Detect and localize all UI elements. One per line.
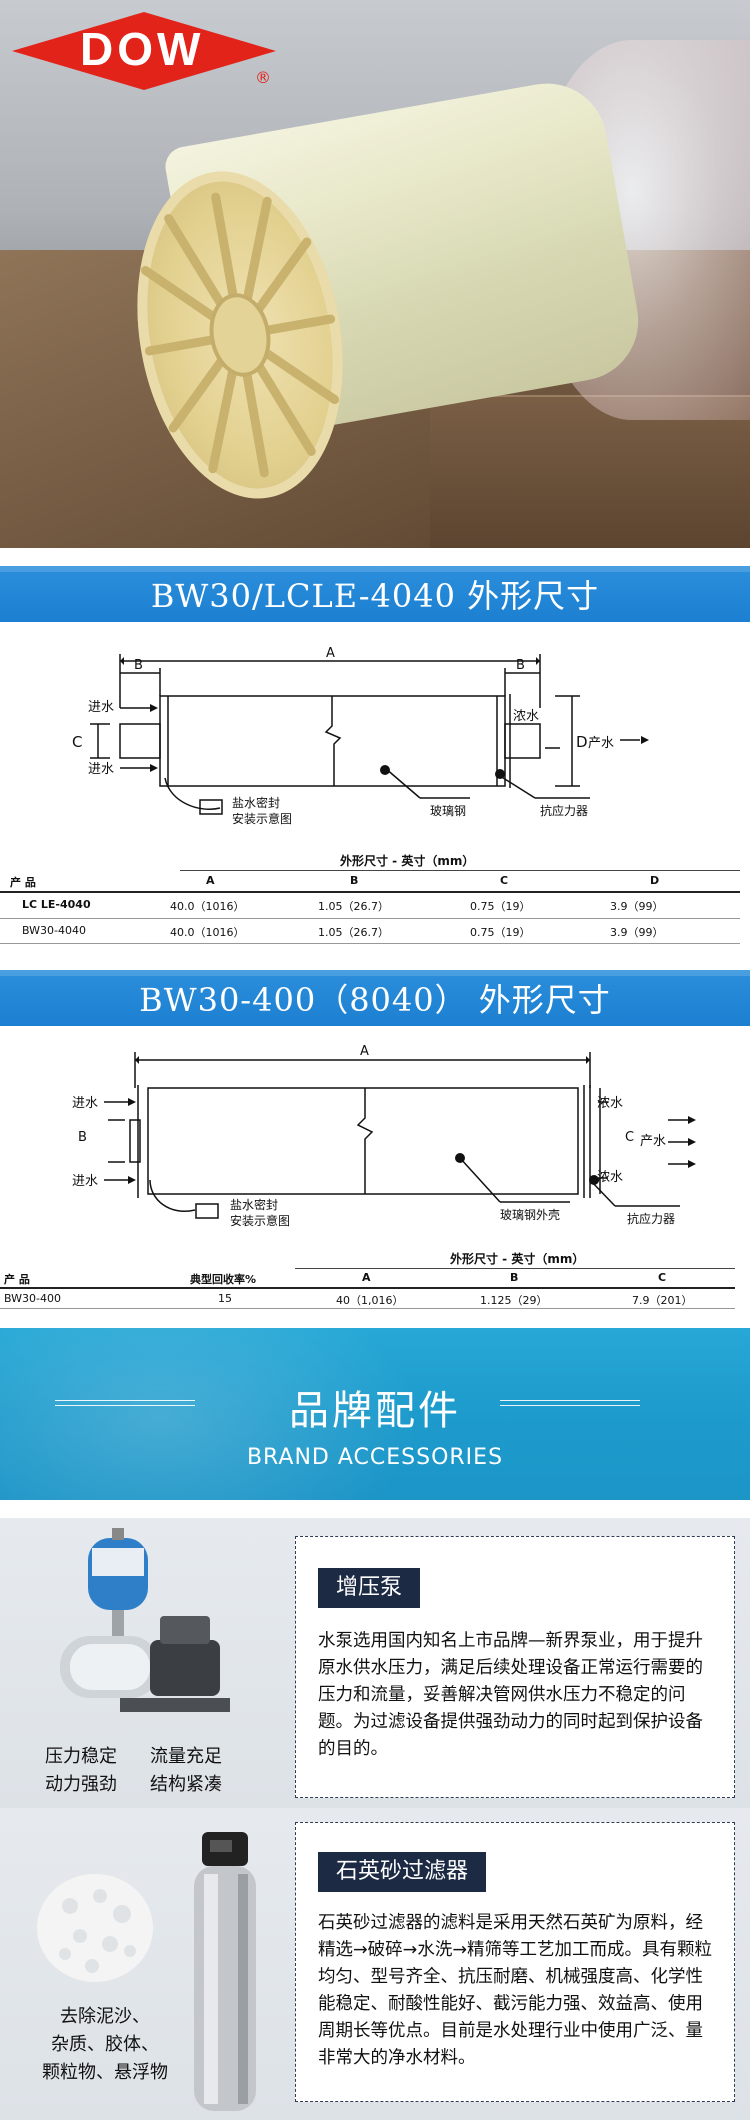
dim-label-c: C	[625, 1130, 635, 1145]
section-title: BW30-400（8040） 外形尺寸	[139, 981, 611, 1019]
dim-label-c: C	[72, 733, 83, 751]
end-cap-spokes	[140, 192, 340, 478]
label-seal-1: 盐水密封	[232, 796, 281, 810]
accessory-filter-panel: 去除泥沙、 杂质、胶体、 颗粒物、悬浮物 石英砂过滤器 石英砂过滤器的滤料是采用…	[0, 1808, 750, 2120]
filter-description: 石英砂过滤器的滤料是采用天然石英矿为原料，经精选→破碎→水洗→精筛等工艺加工而成…	[318, 1913, 712, 2068]
banner-title-en: BRAND ACCESSORIES	[246, 1445, 504, 1470]
label-inlet-bottom: 进水	[72, 1174, 99, 1189]
label-anti-telescoping: 抗应力器	[627, 1212, 676, 1226]
dim-label-a: A	[360, 1044, 369, 1059]
col-b: B	[350, 874, 359, 887]
label-concentrate-bottom: 浓水	[597, 1170, 624, 1185]
sand-filter-tank-image	[194, 1832, 256, 2111]
label-product: 产水	[640, 1134, 667, 1149]
label-inlet-bottom: 进水	[88, 762, 115, 777]
label-seal-2: 安装示意图	[232, 812, 293, 826]
membrane-outline-8040	[104, 1052, 696, 1219]
dim-label-a: A	[326, 646, 335, 661]
diagram-4040: A B B C D 进水 进水 浓水 产水 盐水密封 安装示意图 玻璃钢 抗应力…	[0, 628, 750, 848]
col-a: A	[362, 1271, 371, 1284]
label-concentrate: 浓水	[513, 709, 540, 724]
dim-label-d: D	[576, 733, 588, 751]
col-d: D	[650, 874, 660, 887]
table-group-header: 外形尺寸 - 英寸（mm）	[340, 854, 475, 868]
col-recovery: 典型回收率%	[190, 1273, 257, 1286]
section-header-8040: BW30-400（8040） 外形尺寸	[0, 970, 750, 1026]
registered-mark: ®	[255, 68, 271, 87]
decor-lines-left	[55, 1400, 195, 1412]
dim-label-b-left: B	[134, 658, 143, 673]
label-fiberglass: 玻璃钢外壳	[500, 1208, 561, 1222]
section-header-4040: BW30/LCLE-4040 外形尺寸	[0, 566, 750, 622]
col-a: A	[206, 874, 215, 887]
pump-caption-left: 压力稳定 动力强劲	[45, 1746, 117, 1795]
membrane-outline-4040	[90, 654, 649, 815]
banner-title-cn: 品牌配件	[289, 1388, 461, 1434]
label-inlet-top: 进水	[88, 700, 115, 715]
section-title: BW30/LCLE-4040 外形尺寸	[150, 577, 600, 615]
label-anti-telescoping: 抗应力器	[540, 804, 589, 818]
col-c: C	[500, 874, 509, 887]
table-row: BW30-400 15 40（1,016） 1.125（29） 7.9（201）	[4, 1292, 693, 1307]
dow-logo: DOW ®	[10, 10, 278, 92]
pump-description: 水泵选用国内知名上市品牌—新界泵业，用于提升原水供水压力，满足后续处理设备正常运…	[318, 1631, 703, 1759]
filter-caption: 去除泥沙、 杂质、胶体、 颗粒物、悬浮物	[42, 2006, 168, 2083]
dim-label-b-right: B	[516, 658, 525, 673]
label-fiberglass: 玻璃钢	[430, 804, 467, 818]
label-concentrate-top: 浓水	[597, 1096, 624, 1111]
col-c: C	[658, 1271, 667, 1284]
label-product: 产水	[588, 736, 615, 751]
diagram-8040: A B C 进水 进水 浓水 浓水 产水 盐水密封 安装示意图 玻璃钢外壳 抗应…	[0, 1030, 750, 1240]
decor-lines-right	[500, 1400, 640, 1412]
col-b: B	[510, 1271, 519, 1284]
filter-tag: 石英砂过滤器	[318, 1852, 487, 1892]
hero-product-photo: DOW ®	[0, 0, 750, 548]
col-product: 产 品	[4, 1273, 30, 1286]
quartz-sand-image	[37, 1874, 153, 1982]
pump-caption-right: 流量充足 结构紧凑	[150, 1746, 222, 1795]
table-row: LC LE-4040 40.0（1016） 1.05（26.7） 0.75（19…	[22, 898, 664, 913]
label-seal-1: 盐水密封	[230, 1198, 279, 1212]
table-row: BW30-4040 40.0（1016） 1.05（26.7） 0.75（19）…	[22, 924, 664, 939]
label-seal-2: 安装示意图	[230, 1214, 291, 1228]
pump-tag: 增压泵	[318, 1568, 421, 1608]
spec-table-8040: 外形尺寸 - 英寸（mm） 产 品 典型回收率% A B C BW30-400 …	[0, 1240, 750, 1310]
booster-pump-image	[60, 1528, 230, 1712]
table-group-header: 外形尺寸 - 英寸（mm）	[450, 1252, 585, 1266]
dow-logo-text: DOW	[80, 23, 205, 75]
brand-accessories-banner: 品牌配件 BRAND ACCESSORIES	[0, 1328, 750, 1500]
accessory-pump-panel: 压力稳定 动力强劲 流量充足 结构紧凑 增压泵 水泵选用国内知名上市品牌—新界泵…	[0, 1518, 750, 1808]
col-product: 产 品	[10, 876, 36, 889]
dim-label-b: B	[78, 1130, 87, 1145]
spec-table-4040: 外形尺寸 - 英寸（mm） 产 品 A B C D LC LE-4040 40.…	[0, 848, 750, 948]
label-inlet-top: 进水	[72, 1096, 99, 1111]
